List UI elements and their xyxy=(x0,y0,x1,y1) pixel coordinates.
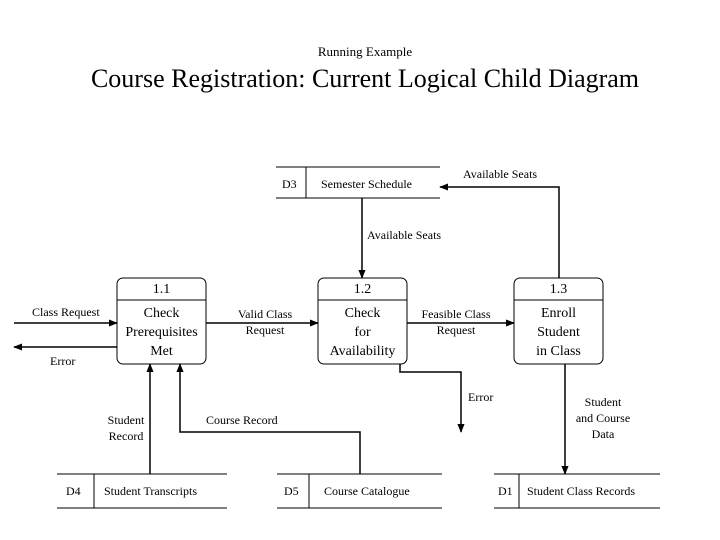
data-store-d1-id: D1 xyxy=(498,484,513,498)
diagram-subtitle: Running Example xyxy=(317,44,413,59)
process-1-3-name-line: in Class xyxy=(536,344,581,359)
process-1-3-name-line: Student xyxy=(537,325,580,340)
process-1-1-name: Check Prerequisites Met xyxy=(112,304,211,361)
flow-student-record-label-line: Record xyxy=(108,429,144,443)
flow-error-out-label: Error xyxy=(50,354,76,368)
flow-course-record-label: Course Record xyxy=(206,413,278,427)
diagram-title: Course Registration: Current Logical Chi… xyxy=(90,64,640,93)
data-store-d3-name: Semester Schedule xyxy=(321,177,412,191)
process-1-1-name-line: Met xyxy=(150,344,173,359)
flow-available-seats-up-label: Available Seats xyxy=(463,167,538,181)
flow-course-record-line xyxy=(176,363,361,474)
flow-class-request-label: Class Request xyxy=(32,305,100,319)
data-store-d4-id: D4 xyxy=(66,484,81,498)
data-store-d4-shape xyxy=(57,473,227,509)
data-store-d1-name: Student Class Records xyxy=(527,484,635,498)
data-store-d5-id: D5 xyxy=(284,484,299,498)
flow-feasible-class-request-label: Feasible Class Request xyxy=(412,306,500,338)
process-1-3-name: Enroll Student in Class xyxy=(509,304,608,361)
flow-valid-class-request-label-line: Request xyxy=(245,323,285,337)
data-store-d3-id: D3 xyxy=(282,177,297,191)
flow-feasible-class-request-label-line: Feasible Class xyxy=(421,307,491,321)
flow-student-record-label: Student Record xyxy=(100,412,152,444)
process-1-2-name-line: Check xyxy=(344,306,381,321)
flow-error-down-line xyxy=(399,364,465,433)
flow-feasible-class-request-label-line: Request xyxy=(436,323,476,337)
flow-student-course-data-label-line: Data xyxy=(591,427,615,441)
process-1-1-name-line: Check xyxy=(143,306,180,321)
flow-valid-class-request-label-line: Valid Class xyxy=(237,307,293,321)
process-1-2-name: Check for Availability xyxy=(313,304,412,361)
process-1-1-id: 1.1 xyxy=(152,282,171,297)
flow-available-seats-up-line xyxy=(439,183,560,278)
flow-valid-class-request-label: Valid Class Request xyxy=(225,306,305,338)
flow-student-course-data-label-line: and Course xyxy=(575,411,631,425)
process-1-2-name-line: for xyxy=(354,325,371,340)
data-store-d3-shape xyxy=(276,166,440,199)
flow-error-down-label: Error xyxy=(468,390,494,404)
data-store-d5-name: Course Catalogue xyxy=(324,484,410,498)
process-1-2-id: 1.2 xyxy=(353,282,372,297)
flow-student-course-data-label-line: Student xyxy=(584,395,622,409)
process-1-3-name-line: Enroll xyxy=(541,306,576,321)
data-store-d4-name: Student Transcripts xyxy=(104,484,198,498)
process-1-1-name-line: Prerequisites xyxy=(125,325,198,340)
flow-student-record-label-line: Student xyxy=(107,413,145,427)
process-1-3-id: 1.3 xyxy=(549,282,568,297)
data-store-d1-shape xyxy=(494,473,660,509)
process-1-2-name-line: Availability xyxy=(329,344,396,359)
flow-student-course-data-label: Student and Course Data xyxy=(568,394,638,442)
flow-available-seats-down-label: Available Seats xyxy=(367,228,442,242)
